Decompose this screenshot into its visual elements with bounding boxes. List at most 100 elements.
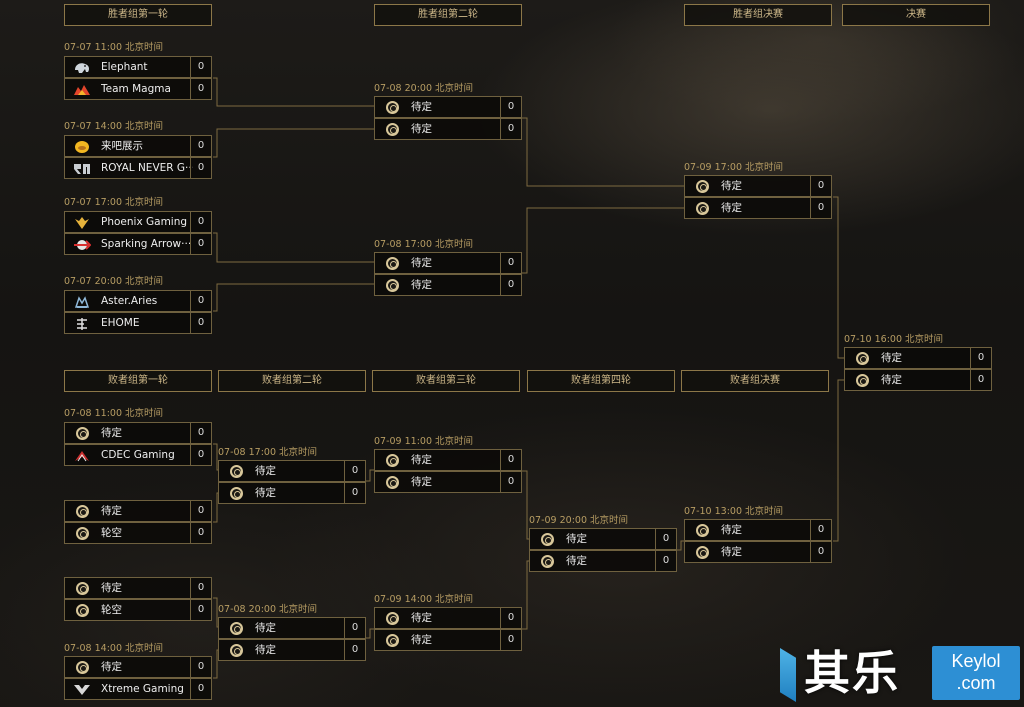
team-row[interactable]: 来吧展示 0	[64, 135, 212, 157]
team-row[interactable]: Elephant 0	[64, 56, 212, 78]
team-name: Sparking Arrow···	[101, 238, 192, 250]
xtreme-logo-icon	[73, 682, 91, 697]
team-row[interactable]: 待定 0	[684, 541, 832, 563]
team-row[interactable]: 待定 0	[529, 550, 677, 572]
watermark-site-box: Keylol .com	[932, 646, 1020, 700]
tbd-logo-icon	[693, 179, 711, 194]
tbd-logo-icon	[853, 373, 871, 388]
team-row[interactable]: Sparking Arrow··· 0	[64, 233, 212, 255]
team-score: 0	[655, 551, 676, 571]
team-score: 0	[190, 158, 211, 178]
team-row[interactable]: Aster.Aries 0	[64, 290, 212, 312]
team-row[interactable]: 待定 0	[64, 577, 212, 599]
watermark-site-line-2: .com	[956, 673, 996, 693]
team-row[interactable]: ROYAL NEVER G··· 0	[64, 157, 212, 179]
match-time: 07-09 17:00 北京时间	[684, 162, 784, 173]
team-name: 待定	[721, 180, 742, 192]
watermark-bar-icon	[780, 648, 796, 702]
team-row[interactable]: 待定 0	[64, 500, 212, 522]
tbd-logo-icon	[383, 453, 401, 468]
tbd-logo-icon	[73, 603, 91, 618]
aster-logo-icon	[73, 294, 91, 309]
team-row[interactable]: 待定 0	[374, 449, 522, 471]
tbd-logo-icon	[227, 486, 245, 501]
team-row[interactable]: 待定 0	[374, 607, 522, 629]
team-score: 0	[500, 253, 521, 273]
team-row[interactable]: Phoenix Gaming 0	[64, 211, 212, 233]
team-score: 0	[190, 136, 211, 156]
team-row[interactable]: 待定 0	[64, 422, 212, 444]
header-lower-round-1: 败者组第一轮	[64, 370, 212, 392]
team-name: 轮空	[101, 604, 122, 616]
team-row[interactable]: 轮空 0	[64, 599, 212, 621]
team-name: 待定	[411, 101, 432, 113]
team-row[interactable]: 待定 0	[684, 175, 832, 197]
team-name: Aster.Aries	[101, 295, 158, 307]
team-name: CDEC Gaming	[101, 449, 175, 461]
team-row[interactable]: 待定 0	[218, 639, 366, 661]
team-score: 0	[655, 529, 676, 549]
team-score: 0	[970, 348, 991, 368]
team-name: 待定	[411, 476, 432, 488]
team-row[interactable]: 待定 0	[218, 617, 366, 639]
team-row[interactable]: 待定 0	[374, 274, 522, 296]
team-row[interactable]: 待定 0	[374, 471, 522, 493]
watermark-brand-text: 其乐	[804, 646, 900, 700]
team-row[interactable]: Xtreme Gaming 0	[64, 678, 212, 700]
team-row[interactable]: 待定 0	[374, 629, 522, 651]
tbd-logo-icon	[227, 643, 245, 658]
team-score: 0	[810, 176, 831, 196]
header-lower-final: 败者组决赛	[681, 370, 829, 392]
match-time: 07-07 14:00 北京时间	[64, 121, 164, 132]
team-name: 待定	[101, 427, 122, 439]
match-time: 07-09 14:00 北京时间	[374, 594, 474, 605]
match-time: 07-08 17:00 北京时间	[218, 447, 318, 458]
team-score: 0	[190, 79, 211, 99]
team-row[interactable]: EHOME 0	[64, 312, 212, 334]
team-row[interactable]: 待定 0	[374, 96, 522, 118]
team-name: 待定	[101, 582, 122, 594]
team-score: 0	[500, 97, 521, 117]
team-score: 0	[344, 640, 365, 660]
team-score: 0	[970, 370, 991, 390]
team-row[interactable]: 轮空 0	[64, 522, 212, 544]
team-name: 待定	[255, 622, 276, 634]
team-score: 0	[810, 520, 831, 540]
team-row[interactable]: 待定 0	[844, 369, 992, 391]
team-score: 0	[500, 608, 521, 628]
match-time: 07-08 17:00 北京时间	[374, 239, 474, 250]
team-score: 0	[190, 445, 211, 465]
team-score: 0	[344, 483, 365, 503]
match-time: 07-08 20:00 北京时间	[374, 83, 474, 94]
team-row[interactable]: Team Magma 0	[64, 78, 212, 100]
team-row[interactable]: 待定 0	[844, 347, 992, 369]
match-time: 07-07 17:00 北京时间	[64, 197, 164, 208]
tbd-logo-icon	[73, 504, 91, 519]
team-row[interactable]: 待定 0	[374, 252, 522, 274]
team-name: ROYAL NEVER G···	[101, 162, 193, 174]
header-upper-round-1: 胜者组第一轮	[64, 4, 212, 26]
team-score: 0	[190, 600, 211, 620]
ehome-logo-icon	[73, 316, 91, 331]
team-score: 0	[190, 578, 211, 598]
header-lower-round-3: 败者组第三轮	[372, 370, 520, 392]
keylol-watermark: 其乐 Keylol .com	[780, 640, 1024, 707]
team-name: 待定	[255, 465, 276, 477]
team-row[interactable]: 待定 0	[684, 519, 832, 541]
tbd-logo-icon	[538, 532, 556, 547]
team-row[interactable]: 待定 0	[218, 460, 366, 482]
team-score: 0	[190, 423, 211, 443]
team-row[interactable]: 待定 0	[64, 656, 212, 678]
team-row[interactable]: 待定 0	[529, 528, 677, 550]
team-row[interactable]: CDEC Gaming 0	[64, 444, 212, 466]
team-row[interactable]: 待定 0	[684, 197, 832, 219]
team-name: 待定	[721, 524, 742, 536]
watermark-site-line-1: Keylol	[951, 651, 1001, 671]
team-name: 待定	[881, 374, 902, 386]
team-name: 待定	[566, 555, 587, 567]
team-name: EHOME	[101, 317, 140, 329]
team-row[interactable]: 待定 0	[218, 482, 366, 504]
tbd-logo-icon	[693, 523, 711, 538]
team-row[interactable]: 待定 0	[374, 118, 522, 140]
